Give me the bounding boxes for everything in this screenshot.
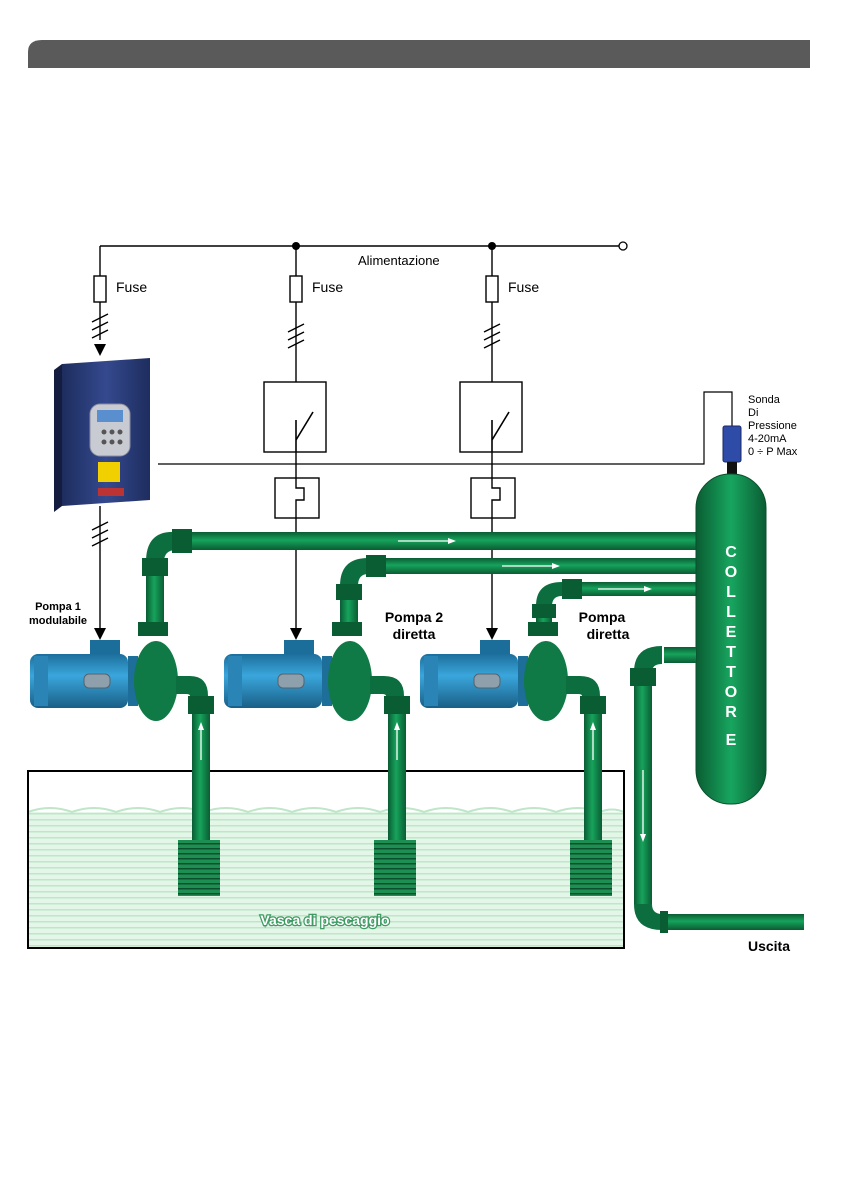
arrow-to-pump2 [290,628,302,640]
pressure-sensor [723,426,741,476]
pump1-label-line1: Pompa 1 [35,601,81,613]
fuse-label-2: Fuse [312,279,343,295]
sensor-cable [158,392,732,464]
collector-letter: R [725,704,737,721]
pump3-label-line2: diretta [587,626,630,642]
sensor-line-1: Sonda [748,394,781,406]
fuse-label-1: Fuse [116,279,147,295]
collector-letter: C [725,544,737,561]
outlet-label: Uscita [748,938,790,954]
pump-unit-1 [30,622,208,721]
power-bus: Alimentazione [100,242,627,268]
fuse-label-3: Fuse [508,279,539,295]
header-bar [28,40,810,68]
pump-unit-2 [224,622,404,721]
collector-letter: T [726,664,736,681]
sensor-line-4: 4-20mA [748,433,787,445]
sensor-line-5: 0 ÷ P Max [748,446,798,458]
sensor-line-3: Pressione [748,420,797,432]
tank-label: Vasca di pescaggio [260,912,389,928]
collector-letter: O [725,684,737,701]
power-label: Alimentazione [358,253,440,268]
arrow-to-pump3 [486,628,498,640]
pump1-label-line2: modulabile [29,615,87,627]
collector-letter: E [726,624,737,641]
collector-letter: L [726,584,736,601]
collector-letter: L [726,604,736,621]
collector-letter: E [726,732,737,749]
collector-letters: C O L L E T T O R E [725,544,737,749]
collector-letter: O [725,564,737,581]
collector-letter: T [726,644,736,661]
pump-unit-3 [420,622,600,721]
arrow-to-pump1 [94,628,106,640]
contactors [264,382,522,452]
pump3-label-line1: Pompa [579,609,626,625]
arrow-to-drive [94,344,106,356]
pump2-label-line2: diretta [393,626,436,642]
sensor-line-2: Di [748,407,758,419]
pump2-label-line1: Pompa 2 [385,609,444,625]
inverter-drive [54,358,150,628]
